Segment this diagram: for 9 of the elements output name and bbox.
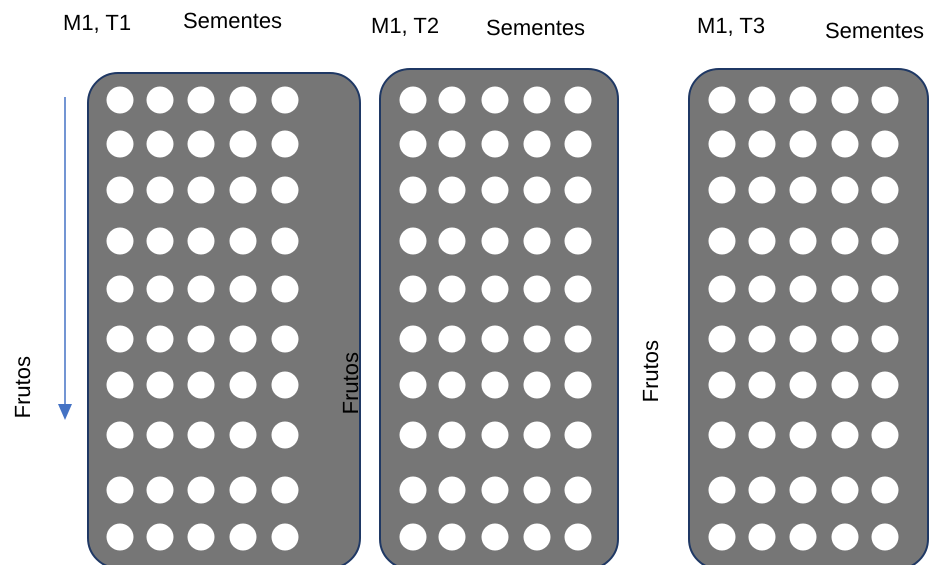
column-label: Sementes bbox=[183, 10, 282, 32]
row-label: Frutos bbox=[12, 356, 34, 418]
column-label: Sementes bbox=[486, 17, 586, 39]
tray-label: M1, T2 bbox=[371, 15, 440, 37]
row-label: Frutos bbox=[640, 340, 662, 402]
tray-label: M1, T1 bbox=[63, 12, 132, 34]
row-label: Frutos bbox=[340, 352, 362, 414]
tray-label: M1, T3 bbox=[697, 15, 766, 37]
column-label: Sementes bbox=[825, 20, 924, 42]
